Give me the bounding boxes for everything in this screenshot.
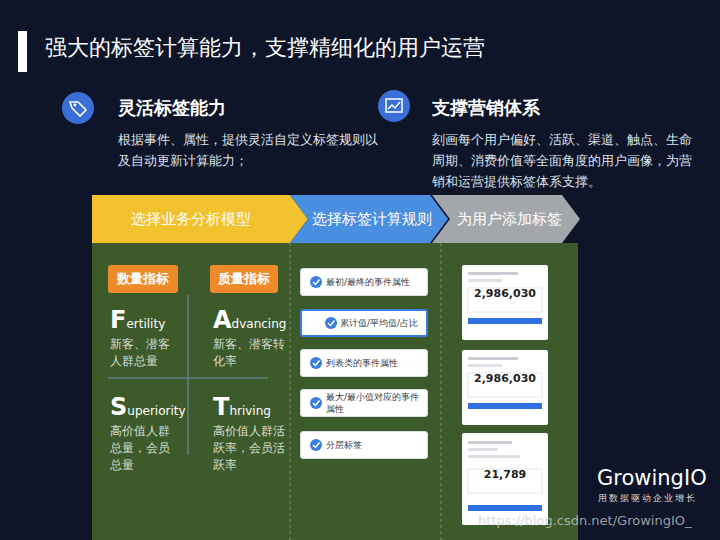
model-description: 新客、潜客转化率 bbox=[213, 336, 287, 370]
model-description: 新客、潜客人群总量 bbox=[110, 336, 174, 370]
node-label: 累计值/平均值/占比 bbox=[340, 317, 418, 329]
node-label: 最初/最终的事件属性 bbox=[326, 276, 410, 288]
slide-title: 强大的标签计算能力，支撑精细化的用户运营 bbox=[45, 33, 685, 63]
node-label: 最大/最小值对应的事件属性 bbox=[326, 391, 424, 415]
node-label: 选择业务分析模型 bbox=[131, 210, 251, 229]
node-label: 分层标签 bbox=[326, 439, 362, 451]
feature-body: 刻画每个用户偏好、活跃、渠道、触点、生命周期、消费价值等全面角度的用户画像，为营… bbox=[432, 129, 704, 192]
metric-tag: 质量指标 bbox=[210, 265, 278, 293]
model-term: Thriving bbox=[213, 393, 289, 425]
chevron-fill bbox=[92, 195, 308, 243]
model-description: 高价值人群活跃率，会员活跃率 bbox=[213, 423, 287, 474]
rule-option: 最大/最小值对应的事件属性 bbox=[300, 389, 428, 417]
rule-option: 分层标签 bbox=[300, 431, 428, 459]
brand-slogan: 用数据驱动企业增长 bbox=[598, 492, 718, 505]
quadrant-line bbox=[108, 378, 268, 379]
chart-icon bbox=[378, 90, 410, 122]
step-chevron: 选择业务分析模型 bbox=[92, 195, 308, 243]
rule-option: 最初/最终的事件属性 bbox=[300, 268, 428, 296]
green-panel bbox=[92, 243, 578, 540]
title-bar bbox=[18, 31, 27, 72]
rule-option: 列表类的事件属性 bbox=[300, 349, 428, 377]
tag-icon-dot bbox=[74, 104, 77, 107]
model-term: Advancing bbox=[213, 306, 289, 338]
rule-option: 累计值/平均值/占比 bbox=[300, 309, 428, 337]
model-term: Fertility bbox=[110, 306, 186, 338]
model-term: Superiority bbox=[110, 393, 188, 425]
column-divider bbox=[290, 243, 291, 540]
card-value: 21,789 bbox=[462, 468, 548, 481]
chevron-fill bbox=[432, 195, 580, 243]
node-label: 数量指标 bbox=[117, 270, 169, 288]
chart-icon-line bbox=[388, 102, 400, 109]
model-description: 高价值人群总量，会员总量 bbox=[110, 423, 174, 474]
chart-icon-frame bbox=[386, 99, 402, 112]
node-label: 为用户添加标签 bbox=[457, 210, 562, 229]
tag-card: 2,986,030 bbox=[462, 350, 548, 425]
feature-block: 支撑营销体系刻画每个用户偏好、活跃、渠道、触点、生命周期、消费价值等全面角度的用… bbox=[432, 95, 704, 192]
brand-logo: GrowingIO bbox=[597, 464, 717, 493]
chevron-fill bbox=[290, 195, 448, 243]
watermark: https://blog.csdn.net/GrowingIO_ bbox=[478, 512, 718, 530]
tag-card: 21,789 bbox=[462, 433, 548, 525]
feature-heading: 支撑营销体系 bbox=[432, 95, 704, 121]
metric-tag: 数量指标 bbox=[108, 265, 178, 293]
card-value: 2,986,030 bbox=[462, 287, 548, 300]
step-chevron: 选择标签计算规则 bbox=[290, 195, 448, 243]
card-value: 2,986,030 bbox=[462, 372, 548, 385]
column-divider bbox=[441, 243, 442, 540]
node-label: 选择标签计算规则 bbox=[312, 210, 432, 229]
tag-card: 2,986,030 bbox=[462, 265, 548, 340]
node-label: 列表类的事件属性 bbox=[326, 357, 398, 369]
tag-icon-glyph bbox=[70, 102, 86, 116]
feature-body: 根据事件、属性，提供灵活自定义标签规则以及自动更新计算能力； bbox=[118, 129, 386, 171]
node-label: 质量指标 bbox=[218, 270, 270, 288]
tag-icon bbox=[62, 92, 94, 124]
quadrant-line bbox=[188, 295, 189, 455]
step-chevron: 为用户添加标签 bbox=[432, 195, 580, 243]
feature-block: 灵活标签能力根据事件、属性，提供灵活自定义标签规则以及自动更新计算能力； bbox=[118, 95, 386, 171]
feature-heading: 灵活标签能力 bbox=[118, 95, 386, 121]
